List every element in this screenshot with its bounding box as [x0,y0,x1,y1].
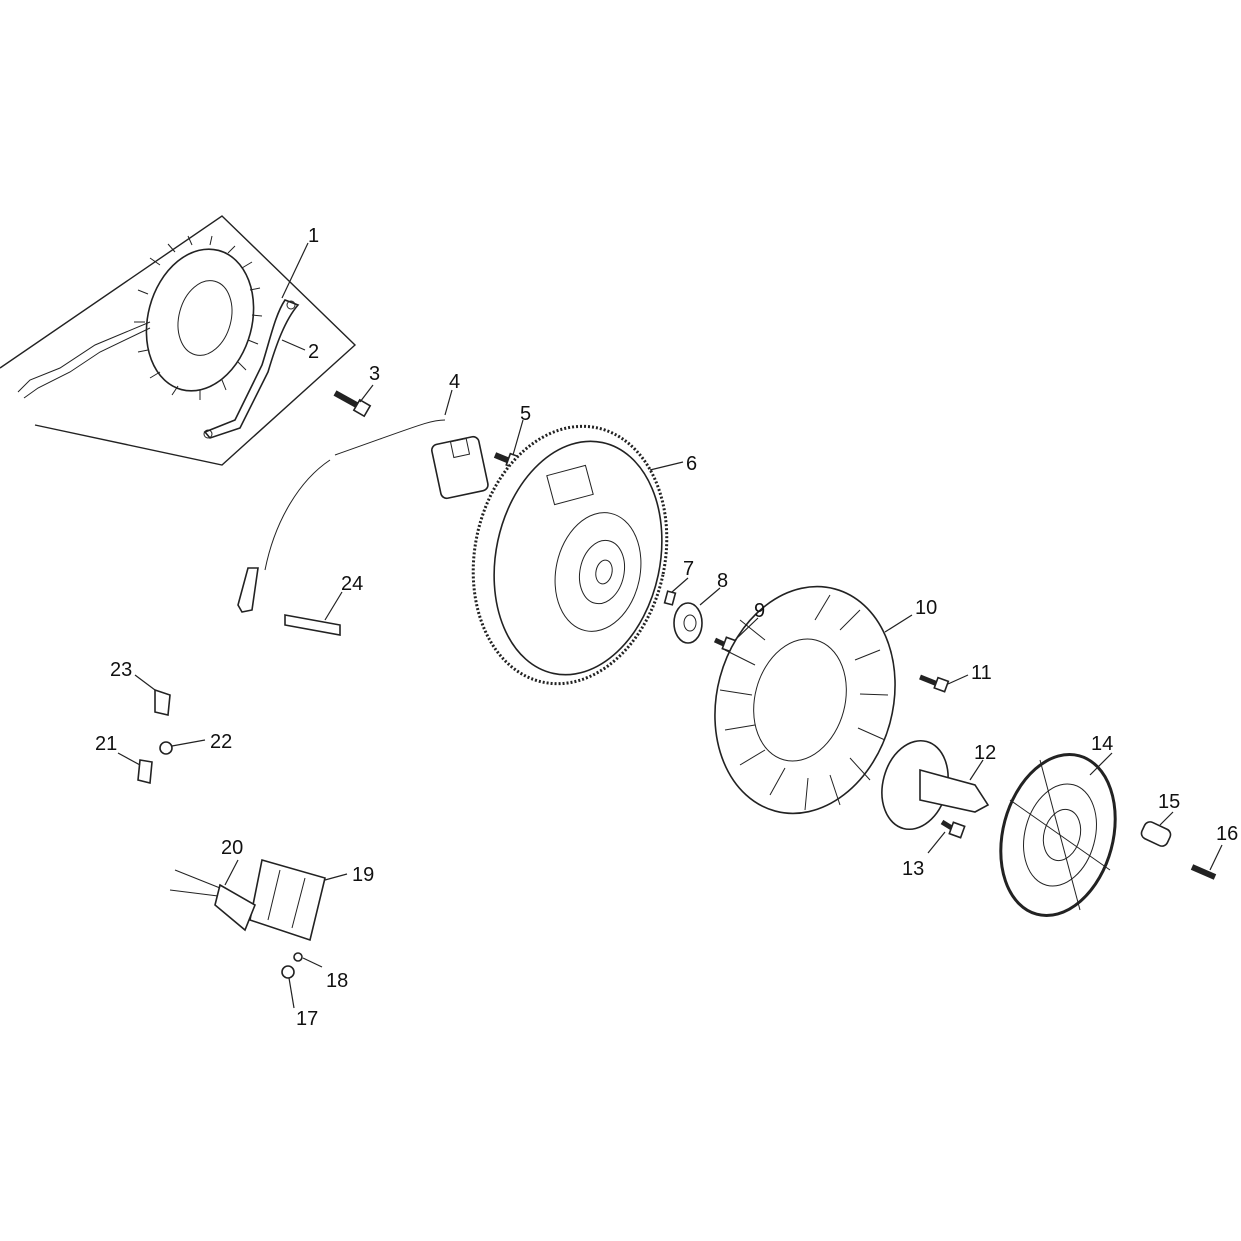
flywheel-part [471,424,669,686]
callout-7: 7 [683,558,694,580]
callout-11: 11 [971,662,992,684]
bolt-part-13 [940,819,966,839]
callout-20: 20 [221,837,243,859]
screw-part-16 [1190,864,1217,880]
callout-4: 4 [449,371,460,393]
ground-strap-part [203,299,300,439]
fan-part [714,585,896,815]
callout-23: 23 [110,659,132,681]
callout-12: 12 [974,742,996,764]
regulator-part [249,858,326,942]
callout-17: 17 [296,1008,318,1030]
bolt-part-11 [919,674,950,693]
stator-part [17,235,263,400]
callout-14: 14 [1091,733,1113,755]
callout-21: 21 [95,733,117,755]
stator-kit-group [0,215,357,466]
callout-labels: 1 2 3 4 5 6 7 8 9 10 11 12 13 14 15 16 1… [95,225,1238,1030]
callout-3: 3 [369,363,380,385]
callout-22: 22 [210,731,232,753]
ignition-coil-part [237,419,489,613]
callout-19: 19 [352,864,374,886]
screw-part-17 [281,965,295,979]
hub-part [881,739,990,831]
callout-2: 2 [308,341,319,363]
callout-9: 9 [754,600,765,622]
callout-5: 5 [520,403,531,425]
callout-13: 13 [902,858,924,880]
callout-6: 6 [686,453,697,475]
spacer-part [1140,821,1172,847]
callout-15: 15 [1158,791,1180,813]
grille-part [999,753,1117,917]
clip-part-21 [137,759,153,785]
clip-part-23 [154,688,171,716]
washer-part-18 [293,952,303,962]
callout-10: 10 [915,597,937,619]
spark-plug-part [284,614,341,636]
washer-part [673,602,703,644]
key-part [663,590,677,606]
callout-1: 1 [308,225,319,247]
callout-8: 8 [717,570,728,592]
callout-16: 16 [1216,823,1238,845]
callout-18: 18 [326,970,348,992]
nut-part-22 [159,741,173,755]
callout-24: 24 [341,573,363,595]
wire-harness-part [169,869,257,932]
leader-lines [117,242,1223,1009]
bolt-part-3 [333,390,372,418]
